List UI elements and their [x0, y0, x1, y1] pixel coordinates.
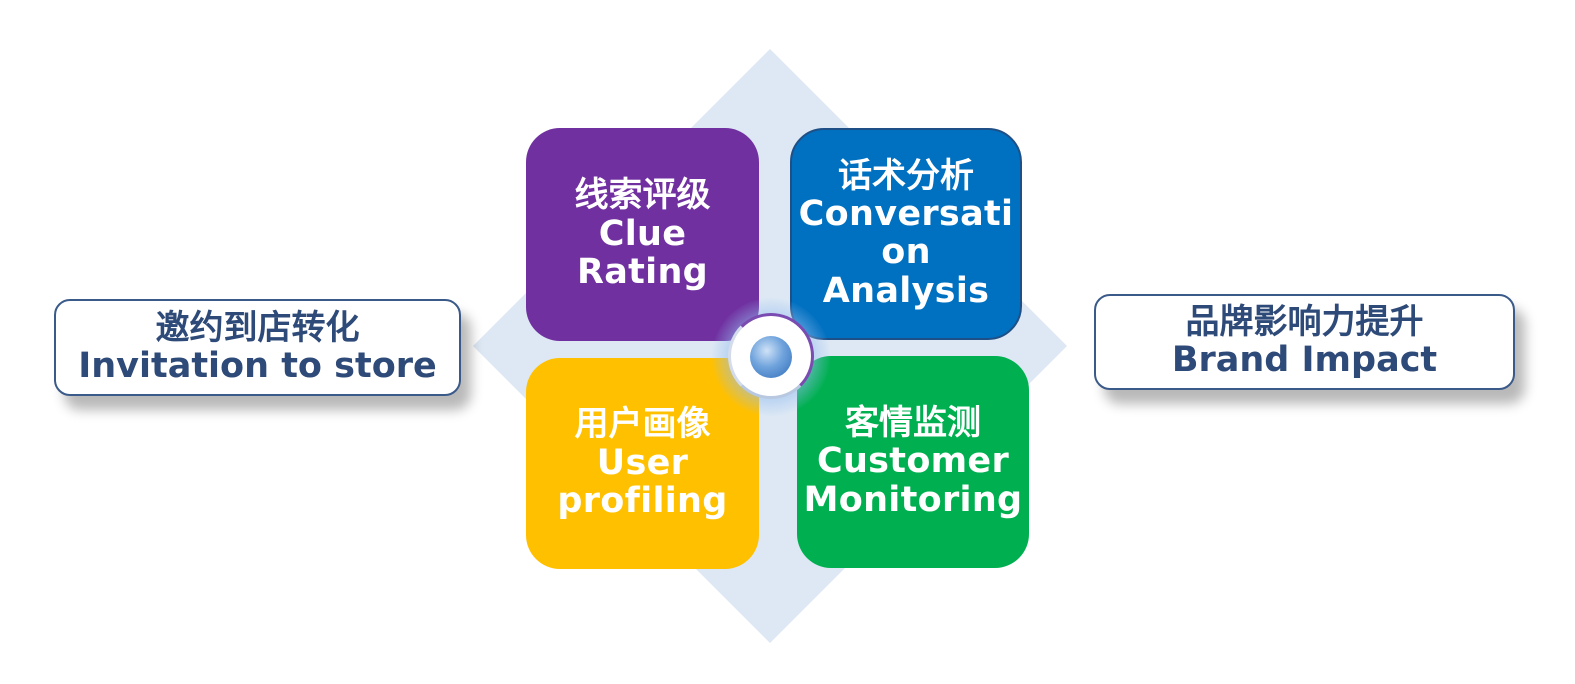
conversation-analysis-tile: 话术分析 Conversati on Analysis [790, 128, 1022, 340]
user-profiling-cn-label: 用户画像 [574, 404, 711, 445]
user-profiling-en-label-line1: User [596, 442, 689, 483]
user-profiling-en-label-line2: profiling [557, 481, 728, 522]
clue-rating-en-label: Clue Rating [576, 213, 709, 293]
conversation-analysis-en-label-line1: Conversati [798, 193, 1014, 234]
customer-monitoring-tile: 客情监测 Customer Monitoring [797, 356, 1029, 568]
invitation-to-store-cn-label: 邀约到店转化 [155, 307, 360, 348]
user-profiling-tile: 用户画像 User profiling [526, 358, 759, 569]
clue-rating-tile: 线索评级 Clue Rating [526, 128, 759, 341]
conversation-analysis-en-label-line2: on Analysis [822, 232, 990, 311]
center-hub-icon [750, 336, 792, 378]
customer-monitoring-cn-label: 客情监测 [845, 402, 981, 443]
customer-monitoring-en-label-line2: Monitoring [803, 479, 1023, 520]
invitation-to-store-en-label: Invitation to store [78, 345, 437, 386]
brand-impact-box: 品牌影响力提升 Brand Impact [1094, 294, 1515, 390]
invitation-to-store-box: 邀约到店转化 Invitation to store [54, 299, 461, 396]
customer-monitoring-en-label-line1: Customer [816, 441, 1010, 482]
conversation-analysis-cn-label: 话术分析 [838, 155, 974, 196]
brand-impact-en-label: Brand Impact [1171, 340, 1438, 381]
clue-rating-cn-label: 线索评级 [574, 175, 711, 216]
brand-impact-cn-label: 品牌影响力提升 [1185, 302, 1424, 343]
